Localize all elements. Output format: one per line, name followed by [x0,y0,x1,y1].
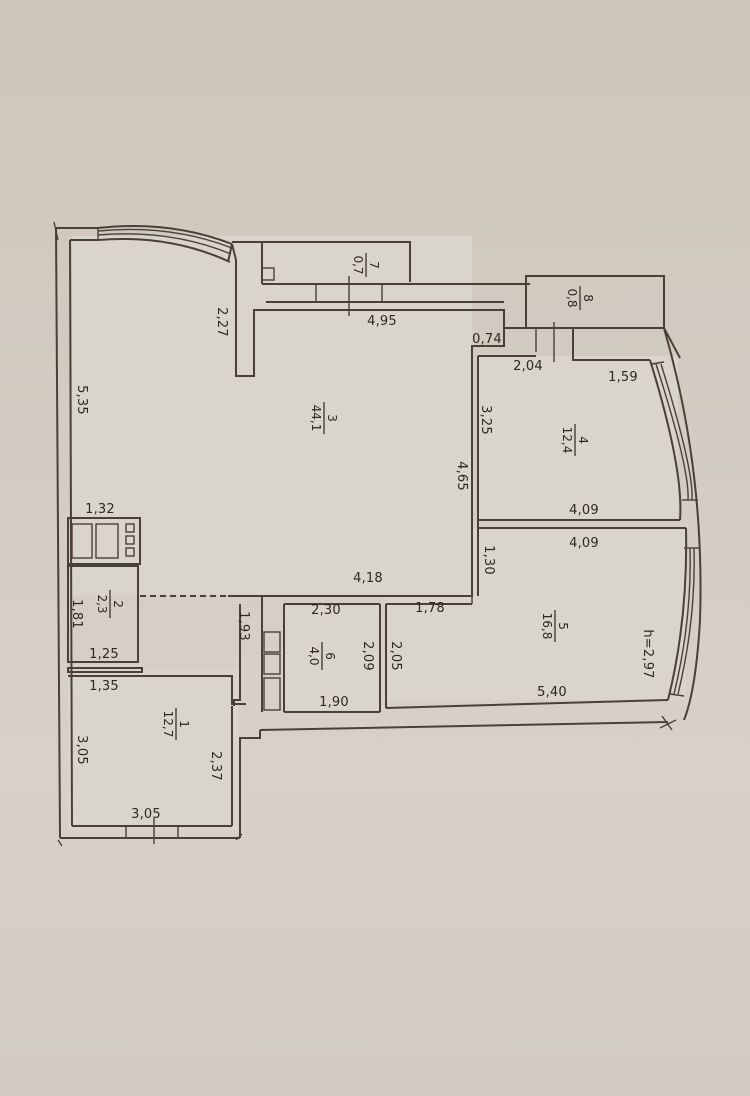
dimension-labels-vertical: 5,35 2,27 3,25 4,65 1,30 1,81 1,93 2,09 … [69,307,655,781]
svg-text:0,7: 0,7 [351,255,365,274]
svg-text:0,74: 0,74 [472,332,502,347]
room-fills [68,236,686,830]
ceiling-height-label: h=2,97 [640,629,655,678]
svg-text:2,05: 2,05 [388,641,403,671]
window-top-left [97,225,233,263]
room-5-label: 5 16,8 [540,610,570,642]
room-3-label: 3 44,1 [309,402,339,434]
svg-text:1,93: 1,93 [236,611,251,641]
svg-text:12,7: 12,7 [161,711,175,738]
svg-text:2,30: 2,30 [311,603,341,618]
svg-text:2,3: 2,3 [95,594,109,613]
svg-text:4: 4 [576,436,590,444]
svg-text:3,05: 3,05 [131,807,161,822]
svg-text:12,4: 12,4 [560,427,574,454]
room-4-label: 4 12,4 [560,424,590,456]
room-labels: 3 44,1 4 12,4 5 16,8 6 4,0 2 2,3 1 12,7 [95,253,595,740]
svg-text:16,8: 16,8 [540,613,554,640]
outer-walls [53,221,243,847]
svg-text:4,95: 4,95 [367,314,397,329]
svg-text:3: 3 [325,414,339,422]
svg-text:4,09: 4,09 [569,536,599,551]
svg-text:44,1: 44,1 [309,405,323,432]
svg-text:5,40: 5,40 [537,685,567,700]
svg-text:5: 5 [556,622,570,630]
room-8-label: 8 0,8 [565,286,595,310]
svg-text:1,35: 1,35 [89,679,119,694]
svg-text:1,32: 1,32 [85,502,115,517]
svg-text:1,81: 1,81 [69,599,84,629]
room-2-walls [67,517,262,706]
svg-text:4,18: 4,18 [353,571,383,586]
room-1-label: 1 12,7 [161,708,191,740]
room-6-label: 6 4,0 [307,642,337,670]
svg-text:6: 6 [323,652,337,660]
svg-text:4,09: 4,09 [569,503,599,518]
svg-text:3,05: 3,05 [74,735,89,765]
svg-text:4,65: 4,65 [454,461,469,491]
svg-text:2,37: 2,37 [208,751,223,781]
room-7-walls [232,241,530,316]
room-6-walls [261,596,381,713]
room-1-window [125,706,233,844]
wall-stub-left [231,243,266,377]
room-8-walls [478,275,681,362]
svg-text:1: 1 [177,720,191,728]
window-right-bay [649,327,702,721]
svg-text:3,25: 3,25 [478,405,493,435]
svg-text:8: 8 [581,294,595,302]
svg-text:2,09: 2,09 [360,641,375,671]
svg-text:1,30: 1,30 [481,545,496,575]
svg-text:2: 2 [111,600,125,608]
room-7-label: 7 0,7 [351,253,381,277]
room-2-label: 2 2,3 [95,590,125,618]
room-3-walls [262,309,686,604]
dimension-labels-horizontal: 4,95 0,74 2,04 1,59 4,09 4,09 1,32 4,18 … [85,314,638,822]
room-5-walls [239,603,677,838]
svg-text:7: 7 [367,261,381,269]
svg-text:0,8: 0,8 [565,288,579,307]
svg-text:1,25: 1,25 [89,647,119,662]
svg-text:5,35: 5,35 [74,385,89,415]
svg-text:1,59: 1,59 [608,370,638,385]
svg-text:4,0: 4,0 [307,646,321,665]
svg-text:1,78: 1,78 [415,601,445,616]
svg-text:2,27: 2,27 [214,307,229,337]
svg-text:2,04: 2,04 [513,359,543,374]
svg-text:1,90: 1,90 [319,695,349,710]
